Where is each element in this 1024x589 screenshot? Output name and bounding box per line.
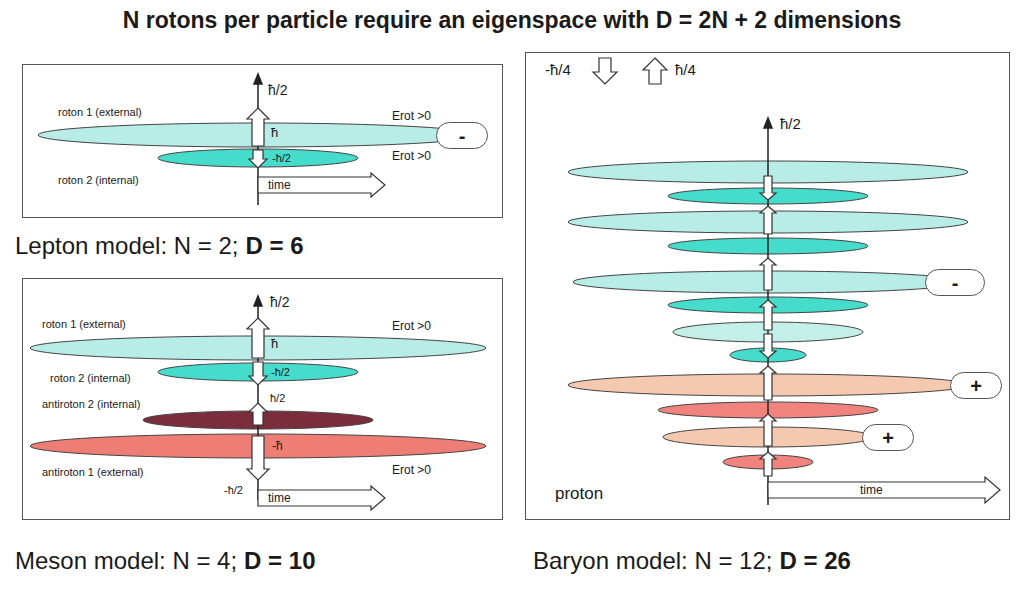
charge-sign: - — [459, 125, 466, 147]
diagram-label: ħ/2 — [270, 294, 289, 311]
charge-sign: - — [952, 272, 959, 294]
diagram-label: roton 1 (external) — [42, 318, 126, 331]
model-caption: D = 10 — [244, 546, 315, 575]
diagram-label: Erot >0 — [392, 319, 431, 333]
model-caption: Meson model: N = 4; — [15, 546, 237, 575]
diagram-label: ħ — [271, 336, 278, 352]
model-caption: Lepton model: N = 2; — [15, 231, 238, 260]
model-caption: D = 6 — [245, 231, 303, 260]
diagram-label: Erot >0 — [392, 109, 431, 123]
diagram-label: ħ/4 — [675, 61, 696, 79]
charge-badge: - — [436, 122, 488, 149]
charge-sign: + — [970, 375, 982, 397]
diagram-label: -ħ/2 — [272, 152, 291, 165]
diagram-label: -ħ — [272, 439, 283, 453]
diagram-label: time — [860, 483, 883, 497]
diagram-label: ħ/2 — [268, 82, 287, 99]
charge-sign: + — [882, 427, 894, 449]
diagram-label: time — [268, 491, 291, 505]
diagram-label: roton 2 (internal) — [50, 372, 131, 385]
diagram-label: ħ/2 — [780, 115, 801, 133]
diagram-label: ħ/2 — [270, 392, 285, 405]
model-caption: D = 26 — [779, 546, 850, 575]
diagram-title: N rotons per particle require an eigensp… — [0, 6, 1024, 34]
diagram-label: proton — [555, 484, 603, 504]
charge-badge: + — [862, 424, 914, 451]
diagram-label: antiroton 1 (external) — [42, 466, 144, 479]
diagram-label: antiroton 2 (internal) — [42, 398, 140, 411]
lepton-panel: ħ/2 roton 1 (external) Erot >0 ħ -ħ/2 Erot >0… — [22, 64, 503, 218]
diagram-label: ħ — [271, 125, 278, 141]
diagram-label: roton 2 (internal) — [58, 174, 139, 187]
baryon-panel: -ħ/4 ħ/4 ħ/2 proton time - + + — [525, 52, 1010, 520]
diagram-label: Erot >0 — [392, 463, 431, 477]
diagram-label: -ħ/2 — [224, 484, 243, 497]
meson-panel: ħ/2 roton 1 (external) Erot >0 ħ roton 2 (in… — [22, 278, 503, 520]
model-caption: Baryon model: N = 12; — [533, 546, 772, 575]
charge-badge: + — [950, 372, 1002, 399]
diagram-label: -ħ/2 — [271, 366, 290, 379]
diagram-label: Erot >0 — [392, 149, 431, 163]
diagram-label: time — [268, 178, 291, 192]
charge-badge: - — [925, 269, 985, 296]
diagram-label: -ħ/4 — [545, 61, 571, 79]
diagram-label: roton 1 (external) — [58, 106, 142, 119]
